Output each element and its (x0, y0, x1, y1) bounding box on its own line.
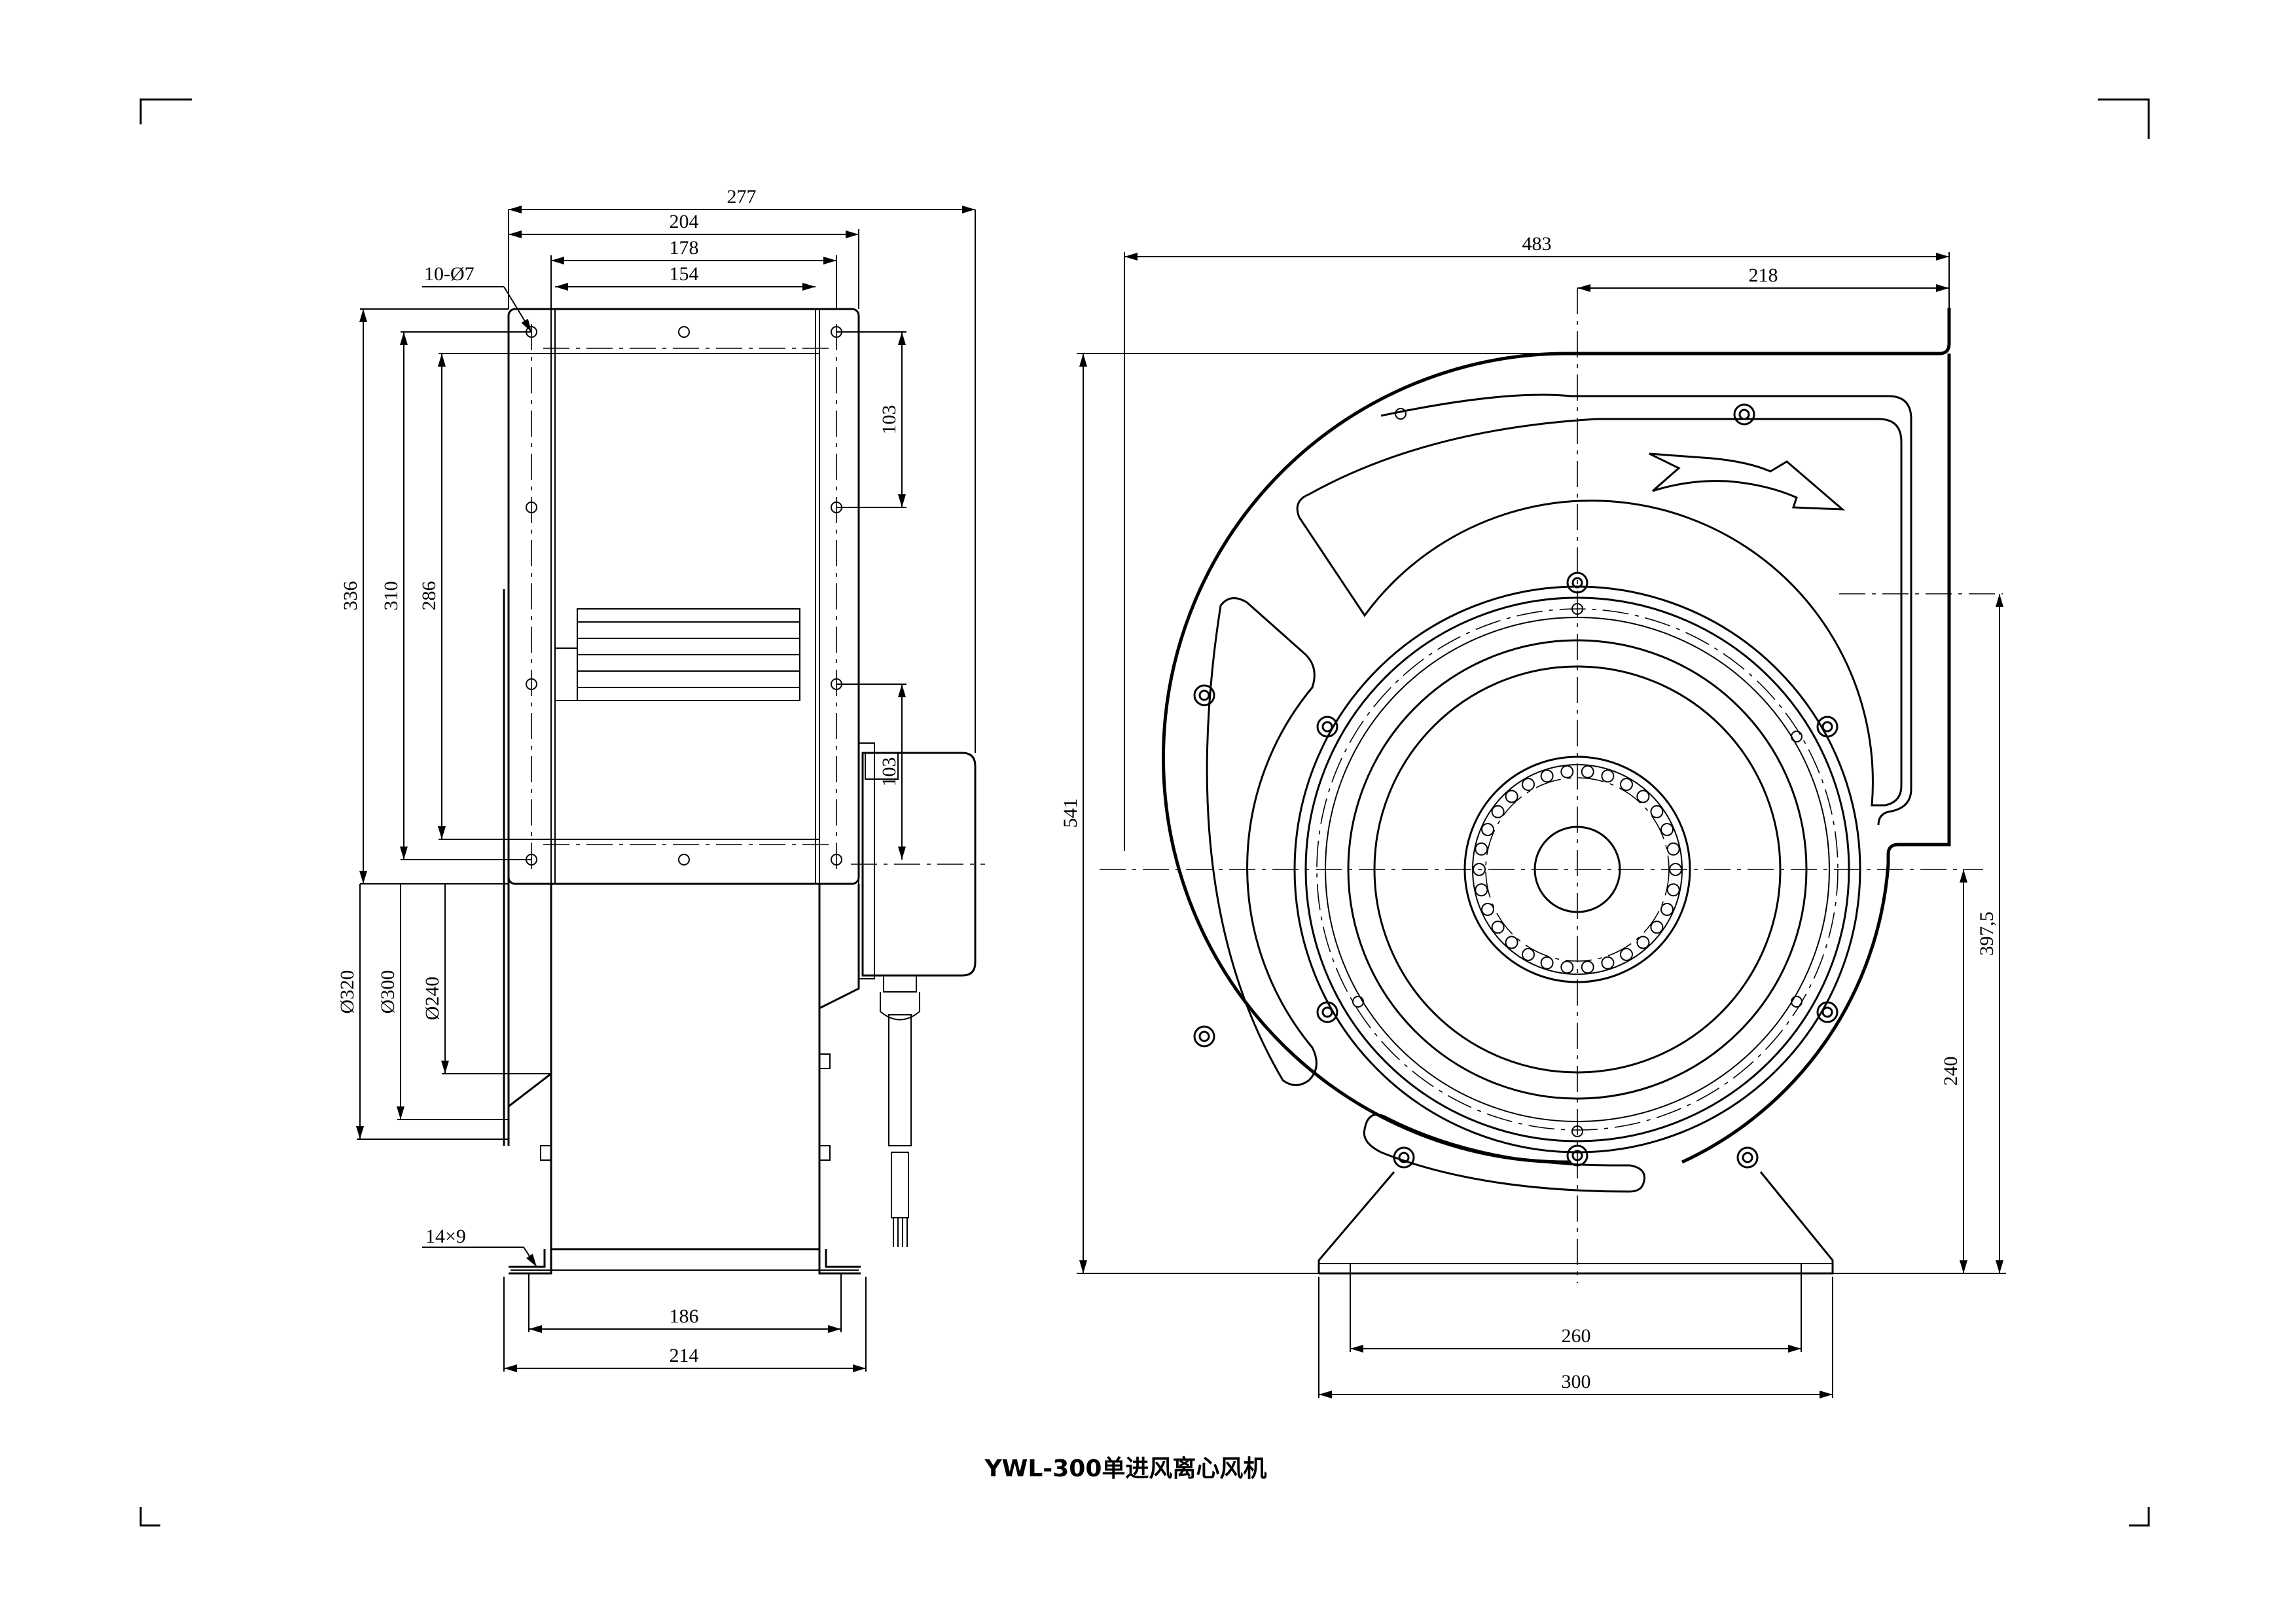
hub-tooth (1522, 778, 1535, 792)
dim-204: 204 (670, 211, 699, 232)
dim-541: 541 (1060, 799, 1081, 828)
hub-tooth (1475, 883, 1488, 897)
dim-218: 218 (1749, 264, 1778, 286)
dim-483: 483 (1522, 233, 1552, 255)
hub-tooth (1522, 947, 1535, 961)
front-bolts (1193, 403, 1839, 1169)
dim-277: 277 (727, 186, 757, 208)
housing-window-top (1296, 418, 1903, 807)
hub-tooth (1660, 823, 1674, 836)
side-dimensions (356, 206, 976, 1372)
dim-310: 310 (380, 581, 402, 611)
drawing-title: YWL-300单进风离心风机 (984, 1455, 1267, 1482)
dim-286: 286 (418, 581, 440, 611)
side-bolts (540, 1053, 831, 1161)
housing-lower (503, 589, 860, 1249)
hub-tooth (1481, 823, 1494, 836)
hub-tooth (1581, 960, 1594, 974)
hub-tooth (1505, 936, 1518, 949)
dim-240-front: 240 (1940, 1057, 1962, 1086)
hub-tooth (1636, 790, 1650, 803)
scroll-housing (1162, 308, 1951, 1164)
hub-tooth (1620, 778, 1633, 792)
hub-teeth (1473, 765, 1682, 974)
corner-marks (139, 98, 2150, 1527)
side-inner-frame (550, 308, 820, 884)
hub-tooth (1540, 956, 1554, 970)
housing-window-left (1206, 597, 1318, 1086)
hub-tooth (1601, 956, 1615, 970)
dim-154: 154 (670, 263, 699, 285)
hub-tooth (1481, 903, 1494, 916)
front-foot (1318, 1171, 1834, 1275)
hub-tooth (1505, 790, 1518, 803)
hub-tooth (1601, 769, 1615, 783)
side-view: 277 204 178 154 10-Ø7 336 310 286 103 10… (336, 186, 985, 1372)
dim-103-lower: 103 (878, 757, 900, 787)
dim-103-upper: 103 (878, 405, 900, 435)
motor-side (851, 742, 985, 1247)
dim-dia-320: Ø320 (336, 970, 358, 1014)
side-flange-outline (507, 308, 860, 885)
front-dimensions (1077, 252, 2006, 1398)
dim-dia-300: Ø300 (377, 970, 399, 1014)
dim-slot: 14×9 (425, 1226, 466, 1247)
flange-holes (526, 326, 842, 866)
hub-tooth (1560, 765, 1574, 778)
hub-tooth (1666, 842, 1680, 856)
hub-tooth (1473, 863, 1486, 876)
hub-tooth (1666, 883, 1680, 897)
hub-tooth (1581, 765, 1594, 778)
dim-214: 214 (670, 1345, 699, 1366)
dim-397-5: 397,5 (1976, 911, 1998, 956)
hub-tooth (1540, 769, 1554, 783)
dim-dia-240: Ø240 (422, 977, 443, 1021)
dim-260: 260 (1562, 1325, 1591, 1347)
hub-tooth (1660, 903, 1674, 916)
hub-tooth (1560, 960, 1574, 974)
hub-tooth (1491, 921, 1505, 934)
dim-holes: 10-Ø7 (424, 263, 475, 285)
hub-tooth (1475, 842, 1488, 856)
front-view: 483 218 541 397,5 240 260 300 (1060, 233, 2006, 1398)
dim-178: 178 (670, 237, 699, 259)
hub-tooth (1650, 805, 1664, 818)
hub-tooth (1491, 805, 1505, 818)
hub-tooth (1620, 947, 1633, 961)
dim-186: 186 (670, 1305, 699, 1327)
dim-336: 336 (340, 581, 361, 611)
hub-tooth (1650, 921, 1664, 934)
impeller-side (554, 608, 800, 701)
hub-tooth (1636, 936, 1650, 949)
side-base (509, 1248, 861, 1275)
dim-300: 300 (1562, 1371, 1591, 1393)
rotation-arrow-icon (1649, 452, 1846, 511)
